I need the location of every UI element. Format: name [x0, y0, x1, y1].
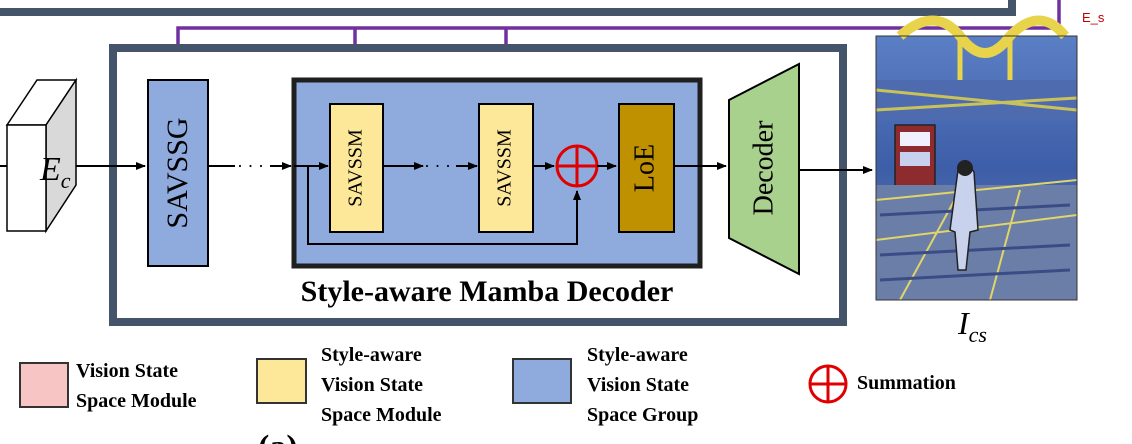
decoder-block [728, 62, 800, 276]
encoder-ec-block [5, 77, 78, 234]
ics-label: Ics [957, 305, 987, 347]
savssg-block [147, 79, 209, 267]
residual-line [307, 166, 581, 245]
legend-label-vss: Vision State Space Module [76, 360, 197, 412]
legend-swatch-savssm [256, 358, 307, 404]
legend-swatch-savssg [512, 358, 572, 404]
legend-label-summation: Summation [857, 372, 956, 394]
output-stylized-image [875, 15, 1078, 301]
savssm-block-1 [329, 103, 384, 233]
savssg-label: SAVSSG [161, 117, 194, 228]
es-label: E_s [1082, 10, 1105, 25]
legend-swatch-vss [19, 362, 69, 408]
legend-summation-icon [808, 364, 848, 404]
legend-label-savssm: Style-aware Vision State Space Module [321, 344, 442, 426]
partial-caption: (a) [258, 429, 298, 444]
loe-block [618, 103, 675, 233]
savssm-label-1: SAVSSM [345, 129, 367, 207]
decoder-label: Decoder [748, 120, 779, 216]
savssm-block-2 [478, 103, 534, 233]
ec-label: Ec [39, 151, 71, 193]
savssm-label-2: SAVSSM [494, 129, 516, 207]
group-title: Style-aware Mamba Decoder [301, 275, 674, 308]
loe-label: LoE [629, 144, 660, 192]
summation-icon [555, 144, 599, 188]
ellipsis-2: · · · [424, 156, 451, 176]
legend-label-savssg: Style-aware Vision State Space Group [587, 344, 699, 426]
upper-panel-frame [0, 0, 1016, 16]
ellipsis-1: · · · [237, 156, 264, 176]
